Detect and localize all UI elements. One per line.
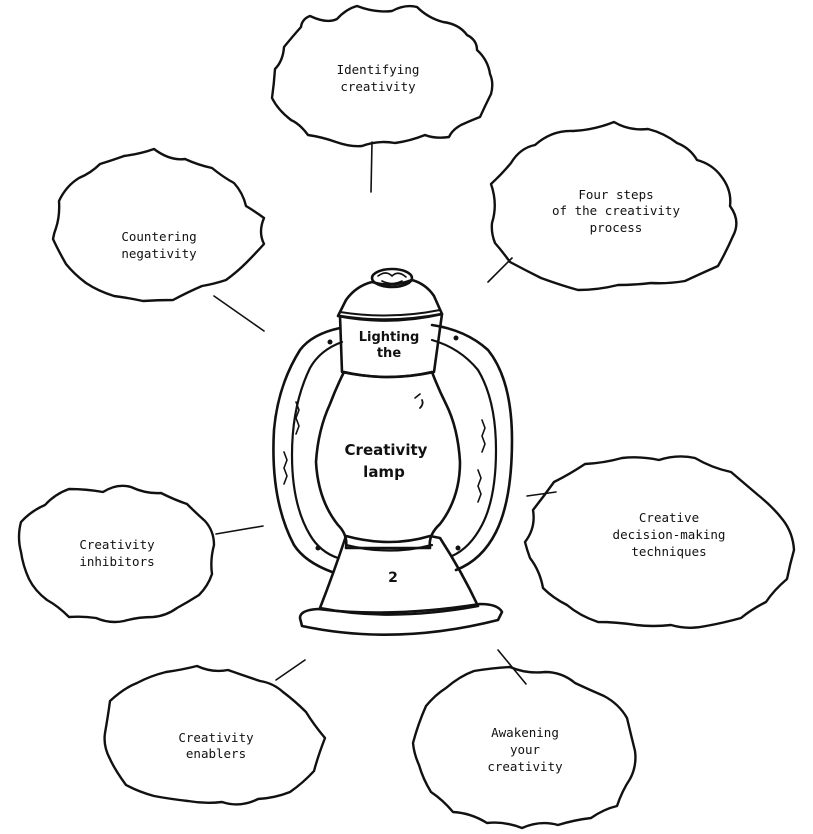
- bubble-enablers: [103, 664, 327, 806]
- lamp-base-number: 2: [388, 570, 398, 586]
- countering-text-line1: Countering: [121, 229, 196, 244]
- four-steps-text-line1: Four steps: [578, 187, 653, 202]
- decision-text-line2: decision-making: [613, 527, 726, 542]
- lantern-frame-texture: [283, 401, 486, 503]
- connector-enablers: [275, 659, 306, 681]
- bubble-identifying: [270, 4, 494, 148]
- lantern-frame-right-outer: [430, 323, 514, 572]
- connector-identifying: [370, 141, 373, 193]
- lamp-glass-text-line2: lamp: [363, 463, 405, 481]
- identifying-text-line2: creativity: [340, 79, 416, 94]
- lantern-base-plate: [298, 602, 504, 636]
- awakening-text-line2: your: [510, 742, 541, 757]
- bubble-inhibitors: [17, 484, 216, 624]
- lamp-collar-text-line2: the: [377, 346, 401, 361]
- connector-lines: [213, 141, 557, 685]
- connector-four-steps: [487, 257, 513, 283]
- enablers-text-line1: Creativity: [178, 730, 254, 745]
- bubble-countering: [51, 147, 266, 303]
- lantern-frame-right-inner: [430, 338, 498, 558]
- lantern-rivet: [453, 335, 459, 341]
- lantern-glass-highlight: [419, 399, 424, 409]
- inhibitors-text-line1: Creativity: [79, 537, 155, 552]
- countering-text-line2: negativity: [121, 246, 197, 261]
- lantern-base: [318, 534, 480, 616]
- four-steps-text-line2: of the creativity: [552, 203, 680, 218]
- bubble-texts: Identifying creativity Four steps of the…: [79, 62, 725, 774]
- awakening-text-line1: Awakening: [491, 725, 559, 740]
- lantern-rivet: [455, 545, 461, 551]
- lantern-glass-highlight: [414, 393, 421, 399]
- identifying-text-line1: Identifying: [337, 62, 420, 77]
- lantern-top-cap-rim: [339, 309, 441, 317]
- inhibitors-text-line2: inhibitors: [79, 554, 154, 569]
- lantern-glass-chimney: [314, 370, 462, 550]
- four-steps-text-line3: process: [590, 220, 643, 235]
- lantern-frame-left-inner: [290, 340, 344, 560]
- lantern-rivet: [327, 339, 333, 345]
- bubble-four-steps: [489, 120, 738, 292]
- connector-inhibitors: [215, 525, 264, 535]
- bubble-awakening: [411, 665, 637, 830]
- lantern-knob: [370, 267, 414, 289]
- awakening-text-line3: creativity: [487, 759, 563, 774]
- decision-text-line3: techniques: [631, 544, 706, 559]
- connector-decision: [526, 491, 557, 497]
- lamp-collar-text-line1: Lighting: [359, 330, 420, 345]
- lantern-rivet: [315, 545, 321, 551]
- enablers-text-line2: enablers: [186, 746, 246, 761]
- decision-text-line1: Creative: [639, 510, 699, 525]
- connector-countering: [213, 295, 265, 332]
- lantern-frame-left-outer: [272, 326, 342, 574]
- lamp-glass-text-line1: Creativity: [345, 441, 428, 459]
- lantern-illustration: Lighting the Creativity lamp 2: [272, 267, 514, 636]
- bubble-decision: [523, 455, 796, 629]
- lantern-base-band: [344, 543, 434, 552]
